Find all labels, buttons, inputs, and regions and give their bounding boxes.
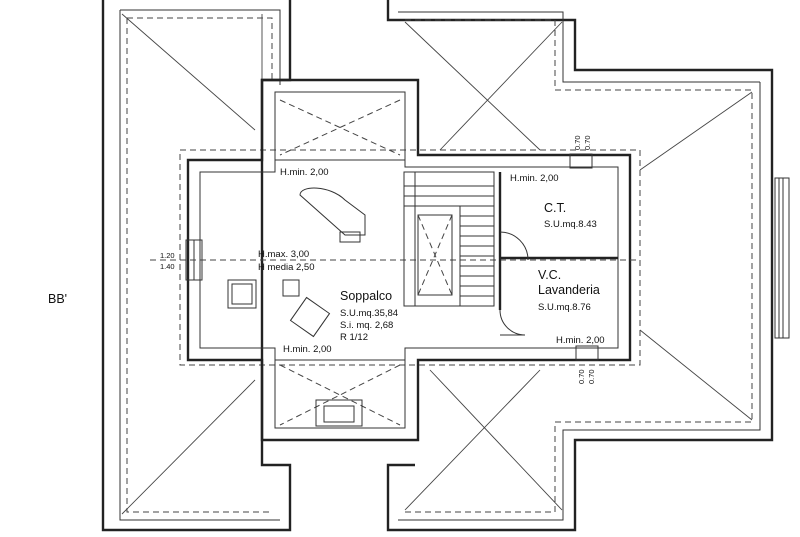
soppalco-ratio: R 1/12 (340, 332, 368, 343)
height-label-bottom-right: H.min. 2,00 (556, 335, 605, 346)
soppalco-si: S.i. mq. 2,68 (340, 320, 393, 331)
soppalco-hmax: H.max. 3,00 (258, 249, 309, 260)
central-block (150, 78, 640, 442)
window-left-bottom: 1.40 (160, 262, 175, 271)
height-label-bottom-left: H.min. 2,00 (283, 344, 332, 355)
vc-name-line2: Lavanderia (538, 283, 600, 297)
window-right-bottom-2: 0.70 (587, 369, 596, 384)
ct-su: S.U.mq.8.43 (544, 219, 597, 230)
ct-name: C.T. (544, 201, 566, 215)
height-label-top-left: H.min. 2,00 (280, 167, 329, 178)
roof-right (386, 0, 790, 532)
side-label: BB' (48, 292, 67, 306)
height-label-top-right: H.min. 2,00 (510, 173, 559, 184)
vc-su: S.U.mq.8.76 (538, 302, 591, 313)
furniture (227, 187, 366, 338)
window-right-bottom-1: 0.70 (577, 369, 586, 384)
soppalco-hmedia: H media 2,50 (258, 262, 315, 273)
window-right-top-1: 0.70 (573, 135, 582, 150)
service-rooms (498, 153, 618, 361)
window-right-top-2: 0.70 (583, 135, 592, 150)
window-left-top: 1.20 (160, 251, 175, 260)
soppalco-name: Soppalco (340, 289, 392, 303)
vc-name-line1: V.C. (538, 268, 561, 282)
stair (403, 171, 495, 307)
soppalco-su: S.U.mq.35,84 (340, 308, 398, 319)
